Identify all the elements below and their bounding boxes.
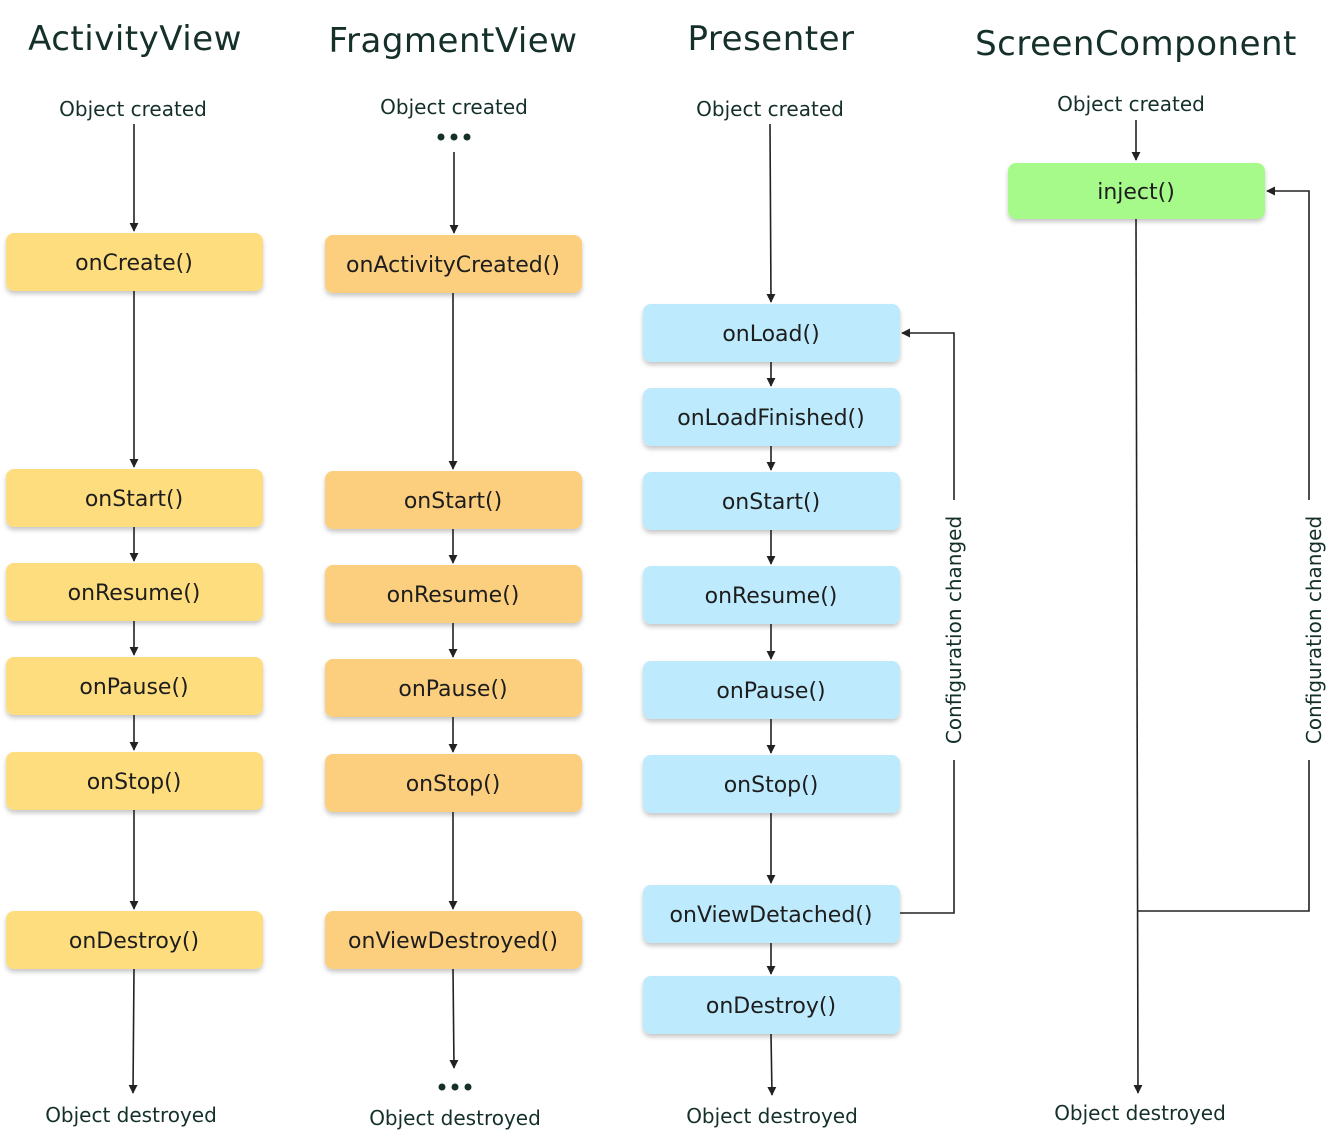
method-box	[6, 469, 263, 527]
configuration-changed-label: Configuration changed	[942, 516, 966, 744]
object-destroyed-label: Object destroyed	[45, 1103, 217, 1127]
method-label: onPause()	[716, 679, 825, 704]
method-label: onResume()	[387, 583, 520, 608]
column-title: FragmentView	[328, 21, 577, 61]
method-label: onStop()	[87, 770, 182, 795]
method-box	[643, 976, 900, 1034]
object-destroyed-label: Object destroyed	[1054, 1101, 1226, 1125]
method-label: onResume()	[705, 584, 838, 609]
loop-connector	[1138, 760, 1310, 912]
object-created-label: Object created	[59, 97, 207, 121]
column-activity-view: ActivityView Object created onCreate() o…	[6, 19, 263, 1127]
configuration-changed-loop: Configuration changed	[1138, 186, 1326, 912]
flow-arrow	[128, 968, 138, 1094]
object-created-label: Object created	[1057, 92, 1205, 116]
method-label: onCreate()	[75, 251, 193, 276]
method-label: onActivityCreated()	[346, 253, 560, 278]
method-box	[643, 566, 900, 624]
ellipsis-icon	[438, 1083, 472, 1091]
ellipsis-icon	[437, 133, 471, 141]
method-label: onDestroy()	[706, 994, 836, 1019]
column-title: Presenter	[688, 19, 855, 59]
method-box	[643, 755, 900, 813]
method-label: onViewDestroyed()	[348, 929, 558, 954]
method-box	[325, 565, 582, 623]
column-fragment-view: FragmentView Object created onActivityCr…	[325, 21, 582, 1130]
method-box	[643, 472, 900, 530]
method-box	[643, 304, 900, 362]
method-box	[325, 235, 582, 293]
method-box	[6, 752, 263, 810]
method-label: onStart()	[85, 487, 183, 512]
method-label: onLoadFinished()	[677, 406, 864, 431]
column-presenter: Presenter Object created onLoad() onLoad…	[643, 19, 966, 1128]
method-box	[643, 388, 900, 446]
flow-arrow	[449, 968, 459, 1069]
method-label: onLoad()	[722, 322, 819, 347]
method-box	[6, 657, 263, 715]
method-label: onStart()	[722, 490, 820, 515]
method-label: inject()	[1097, 180, 1175, 205]
method-box	[1008, 163, 1265, 219]
object-destroyed-label: Object destroyed	[686, 1104, 858, 1128]
loop-arrow	[1266, 186, 1310, 500]
method-label: onPause()	[79, 675, 188, 700]
column-title: ActivityView	[28, 19, 242, 59]
method-box	[643, 885, 900, 943]
loop-arrow	[901, 328, 955, 500]
method-label: onStart()	[404, 489, 502, 514]
method-label: onPause()	[398, 677, 507, 702]
method-box	[643, 661, 900, 719]
method-box	[325, 471, 582, 529]
object-created-label: Object created	[380, 95, 528, 119]
method-box	[6, 233, 263, 291]
method-label: onDestroy()	[69, 929, 199, 954]
flow-arrow	[767, 1033, 777, 1096]
method-box	[6, 911, 263, 969]
column-screen-component: ScreenComponent Object created inject() …	[975, 24, 1326, 1125]
method-label: onResume()	[68, 581, 201, 606]
method-box	[325, 754, 582, 812]
method-box	[6, 563, 263, 621]
object-destroyed-label: Object destroyed	[369, 1106, 541, 1130]
loop-connector	[900, 760, 955, 914]
flow-arrow	[1133, 218, 1143, 1094]
method-label: onStop()	[406, 772, 501, 797]
method-label: onStop()	[724, 773, 819, 798]
method-box	[325, 911, 582, 969]
configuration-changed-label: Configuration changed	[1302, 516, 1326, 744]
configuration-changed-loop: Configuration changed	[900, 328, 966, 914]
object-created-label: Object created	[696, 97, 844, 121]
flow-arrow	[766, 123, 776, 303]
method-label: onViewDetached()	[670, 903, 873, 928]
method-box	[325, 659, 582, 717]
column-title: ScreenComponent	[975, 24, 1297, 64]
